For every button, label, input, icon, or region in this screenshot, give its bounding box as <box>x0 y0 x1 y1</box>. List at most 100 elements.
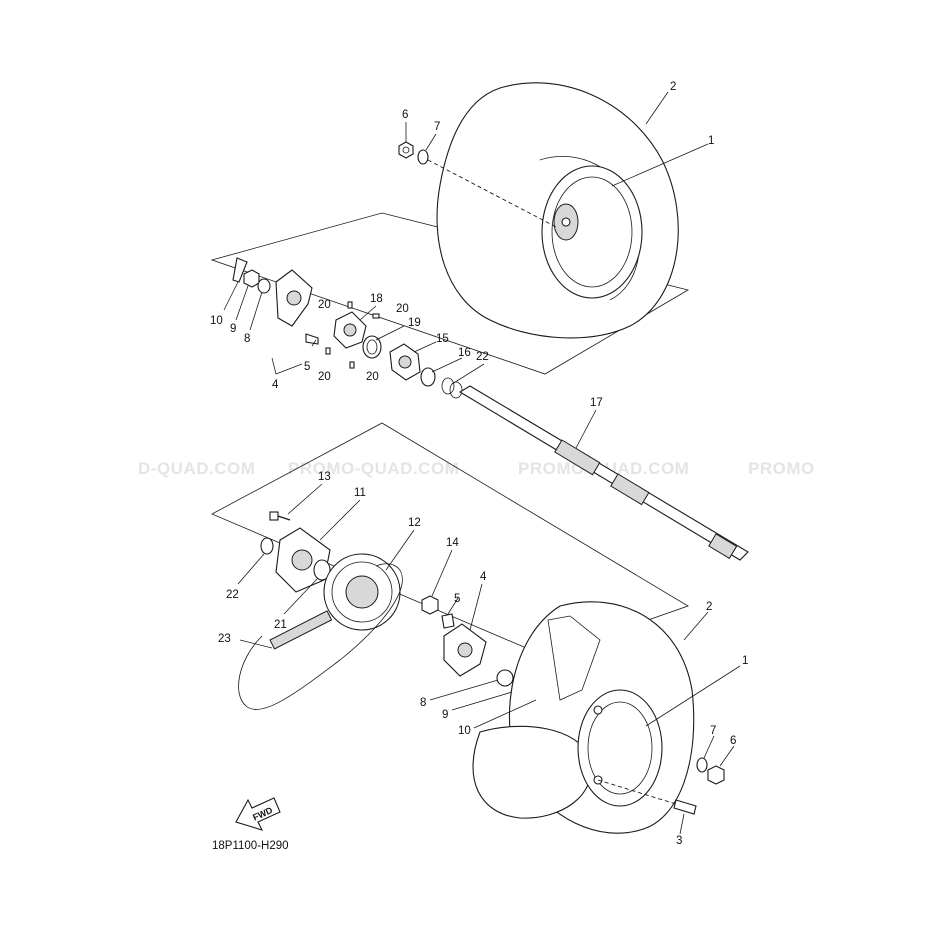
rear-axle <box>458 385 749 561</box>
callout-22: 22 <box>226 589 239 601</box>
drive-chain <box>269 610 333 650</box>
leader-line <box>683 611 709 641</box>
upper-rim <box>541 165 643 299</box>
leader-line <box>473 699 537 729</box>
leader-line <box>431 357 463 373</box>
axle-seal <box>420 367 436 387</box>
leader-line <box>319 499 361 541</box>
wheel-washer <box>417 149 429 165</box>
leader-line <box>429 679 499 701</box>
callout-6: 6 <box>402 109 408 121</box>
callout-18: 18 <box>370 293 383 305</box>
leader-line <box>385 529 415 571</box>
axle-nut <box>421 595 439 615</box>
lower-rim-hole <box>593 705 603 715</box>
tire-valve <box>673 799 697 815</box>
rear-axle-shaft <box>458 385 749 561</box>
callout-10: 10 <box>210 315 223 327</box>
callout-21: 21 <box>274 619 287 631</box>
leader-line <box>223 281 239 311</box>
leader-line <box>447 597 459 615</box>
watermark-text: PROMO-QUAD.COM <box>288 459 459 478</box>
callout-4: 4 <box>480 571 487 583</box>
housing-bolt <box>372 313 380 319</box>
lower-tire-cut <box>547 615 601 701</box>
leader-line <box>645 665 741 727</box>
bearing-housing-bore <box>343 323 357 337</box>
leader-line <box>237 553 265 585</box>
wheel-nut-lower <box>707 765 725 785</box>
leader-line <box>425 133 437 151</box>
leader-line <box>451 363 485 385</box>
sprocket <box>323 553 401 631</box>
wheel-nut-hole <box>402 146 410 154</box>
callout-12: 12 <box>408 517 421 529</box>
callout-1: 1 <box>742 655 748 667</box>
callout-23: 23 <box>218 633 231 645</box>
callout-7: 7 <box>710 725 716 737</box>
housing-bolt <box>347 301 353 309</box>
sprocket-hub-bore <box>291 549 313 571</box>
callout-2: 2 <box>706 601 712 613</box>
callout-5: 5 <box>304 361 310 373</box>
callout-2: 2 <box>670 81 676 93</box>
leader-line <box>719 745 735 767</box>
callout-10: 10 <box>458 725 471 737</box>
axle-bearing-bore <box>398 355 412 369</box>
lower-rim-inner <box>587 701 653 795</box>
housing-bolt <box>349 361 355 369</box>
drive-chain-loop <box>238 563 403 710</box>
sprocket-bolt-shank <box>277 515 291 521</box>
callout-13: 13 <box>318 471 331 483</box>
callout-20: 20 <box>366 371 379 383</box>
lower-wheel-assembly <box>472 601 695 834</box>
leader-line <box>645 91 669 125</box>
callout-20: 20 <box>318 299 331 311</box>
wheel-washer-lower <box>696 757 708 773</box>
oil-seal <box>362 335 382 359</box>
lower-rim <box>577 689 663 807</box>
leader-line <box>311 339 317 347</box>
hub-bolt <box>305 333 319 345</box>
leader-lines <box>223 91 741 835</box>
callout-3: 3 <box>676 835 682 847</box>
upper-rim-inner <box>551 176 633 288</box>
upper-assembly-frame <box>210 212 690 375</box>
callout-8: 8 <box>244 333 250 345</box>
callout-15: 15 <box>436 333 449 345</box>
callout-9: 9 <box>442 709 448 721</box>
centerline <box>427 159 559 229</box>
housing-bolt <box>325 347 331 355</box>
upper-rim-hole <box>561 217 571 227</box>
callout-16: 16 <box>458 347 471 359</box>
axle-spline <box>554 439 601 476</box>
hub-washer <box>257 278 271 294</box>
hub-washer-lower <box>496 669 514 687</box>
callout-20: 20 <box>396 303 409 315</box>
wheel-nut <box>398 141 414 159</box>
axle-spline <box>610 473 650 506</box>
leader-line <box>359 305 377 321</box>
leader-line <box>239 639 273 649</box>
callout-6: 6 <box>730 735 736 747</box>
hub-stud <box>441 613 455 629</box>
callout-5: 5 <box>454 593 460 605</box>
rear-hub-lower-center <box>457 642 473 658</box>
leader-line <box>271 357 277 375</box>
axle-spline <box>708 533 738 560</box>
castle-nut <box>243 269 260 288</box>
oil-seal-inner <box>366 339 378 355</box>
rear-hub-center <box>286 290 302 306</box>
callout-22: 22 <box>476 351 489 363</box>
callout-17: 17 <box>590 397 603 409</box>
callout-7: 7 <box>434 121 440 133</box>
callout-4: 4 <box>272 379 279 391</box>
leader-line <box>679 813 685 835</box>
leader-line <box>611 143 709 187</box>
leader-line <box>235 285 249 321</box>
circlip <box>449 381 463 399</box>
watermark: D-QUAD.COM PROMO-QUAD.COM PROMO-QUAD.COM… <box>138 459 814 478</box>
o-ring <box>260 537 274 555</box>
